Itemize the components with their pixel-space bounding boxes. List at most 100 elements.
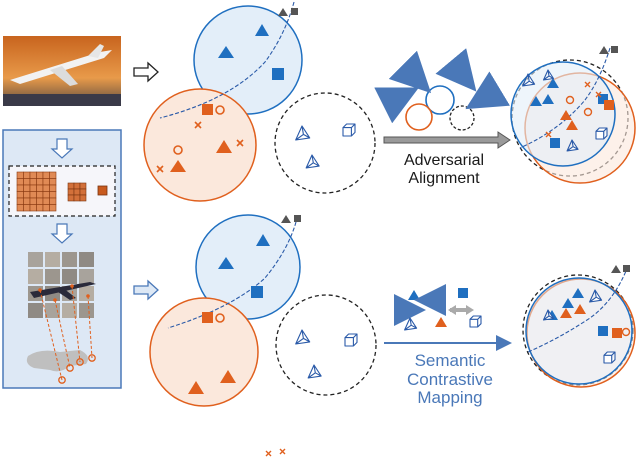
- square-icon: [272, 68, 284, 80]
- circle-marker-icon: [565, 95, 575, 105]
- pyramid-icon: [295, 125, 311, 141]
- feature-cell: [73, 188, 81, 196]
- unknown-square-icon: [294, 215, 301, 222]
- semantic-icon: [394, 284, 482, 331]
- patch-grid-icon: [67, 182, 87, 202]
- image-patch: [45, 269, 60, 284]
- decision-boundary: [159, 1, 295, 119]
- triangle-icon: [560, 308, 572, 318]
- mapping-line: [71, 285, 81, 363]
- airplane-silhouette: [30, 282, 96, 300]
- feature-cell: [73, 194, 81, 202]
- semantic-contrastive-mapping-label: Semantic Contrastive Mapping: [380, 351, 520, 408]
- mapping-line: [39, 289, 63, 381]
- adversarial-alignment-label: Adversarial Alignment: [384, 152, 504, 187]
- feature-cell: [23, 184, 31, 192]
- mapping-line: [54, 299, 71, 369]
- unknown-square-icon: [291, 8, 298, 15]
- square-icon: [604, 100, 614, 110]
- feature-cell: [49, 178, 57, 186]
- feature-cell: [36, 171, 44, 179]
- adversarial-arrow: [383, 131, 511, 149]
- feature-cell: [42, 171, 50, 179]
- pyramid-icon: [295, 329, 311, 345]
- feature-cell: [49, 191, 57, 199]
- feature-cell: [36, 204, 44, 212]
- down-arrow-icon: [50, 138, 74, 159]
- cube-icon: [344, 333, 358, 347]
- cube-icon: [595, 127, 608, 140]
- feature-cell: [29, 191, 37, 199]
- unknown-triangle-icon: [281, 215, 291, 223]
- feature-cell: [16, 178, 24, 186]
- cross-icon: [279, 448, 286, 455]
- feature-cell: [42, 178, 50, 186]
- patch-anchor: [70, 284, 74, 288]
- feature-cell: [67, 188, 75, 196]
- feature-cell: [36, 197, 44, 205]
- decision-boundary: [527, 265, 629, 353]
- right-arrow-icon: [133, 61, 159, 83]
- triangle-icon: [530, 96, 542, 106]
- square-icon: [598, 326, 608, 336]
- feature-cell: [23, 171, 31, 179]
- pyramid-icon: [307, 364, 322, 379]
- image-patch: [28, 269, 43, 284]
- feature-cell: [16, 171, 24, 179]
- feature-cell: [79, 188, 87, 196]
- legend-fragment: [265, 448, 286, 457]
- feature-cell: [16, 184, 24, 192]
- semantic-label-line2: Contrastive: [407, 369, 493, 389]
- feature-cell: [29, 204, 37, 212]
- triangle-icon: [256, 234, 270, 246]
- triangle-icon: [220, 370, 236, 383]
- feature-cell: [16, 191, 24, 199]
- cross-icon: [236, 139, 244, 147]
- source-domain-circle: [193, 5, 303, 115]
- cross-icon: [156, 165, 164, 173]
- triangle-icon: [542, 94, 554, 104]
- decision-boundary: [167, 221, 297, 329]
- unknown-triangle-icon: [278, 8, 288, 16]
- unknown-triangle-icon: [611, 265, 621, 273]
- circle-marker-icon: [58, 376, 66, 384]
- square-icon: [202, 104, 213, 115]
- pyramid-icon: [542, 69, 555, 81]
- feature-cell: [42, 184, 50, 192]
- circle-marker-icon: [621, 327, 631, 337]
- unknown-class-circle: [275, 294, 377, 396]
- circle-marker-icon: [88, 354, 96, 362]
- triangle-icon: [574, 304, 586, 314]
- image-patch: [79, 303, 94, 318]
- triangle-icon: [572, 288, 584, 298]
- right-arrow-icon: [133, 279, 159, 301]
- feature-cell: [36, 178, 44, 186]
- square-icon: [612, 328, 622, 338]
- patch-anchor: [53, 298, 57, 302]
- adversarial-icon: [374, 48, 511, 131]
- feature-cell: [49, 204, 57, 212]
- semantic-label-line1: Semantic: [414, 351, 486, 370]
- cross-icon: [545, 131, 552, 138]
- feature-cell: [23, 191, 31, 199]
- feature-cell: [42, 191, 50, 199]
- feature-cell: [67, 194, 75, 202]
- square-icon: [598, 94, 608, 104]
- image-patch: [62, 269, 77, 284]
- pyramid-icon: [404, 317, 418, 331]
- image-patch: [79, 269, 94, 284]
- image-patch: [28, 252, 43, 267]
- feature-cell: [23, 204, 31, 212]
- triangle-icon: [218, 257, 234, 269]
- triangle-icon: [547, 78, 559, 88]
- square-icon: [251, 286, 263, 298]
- circle-marker-icon: [215, 105, 225, 115]
- triangle-icon: [188, 381, 204, 394]
- feature-cell: [29, 184, 37, 192]
- top-aligned-space: [510, 46, 636, 184]
- feature-cell: [16, 204, 24, 212]
- triangle-icon: [216, 140, 232, 153]
- feature-cell: [49, 184, 57, 192]
- cross-icon: [595, 91, 602, 98]
- triangle-icon: [566, 120, 578, 130]
